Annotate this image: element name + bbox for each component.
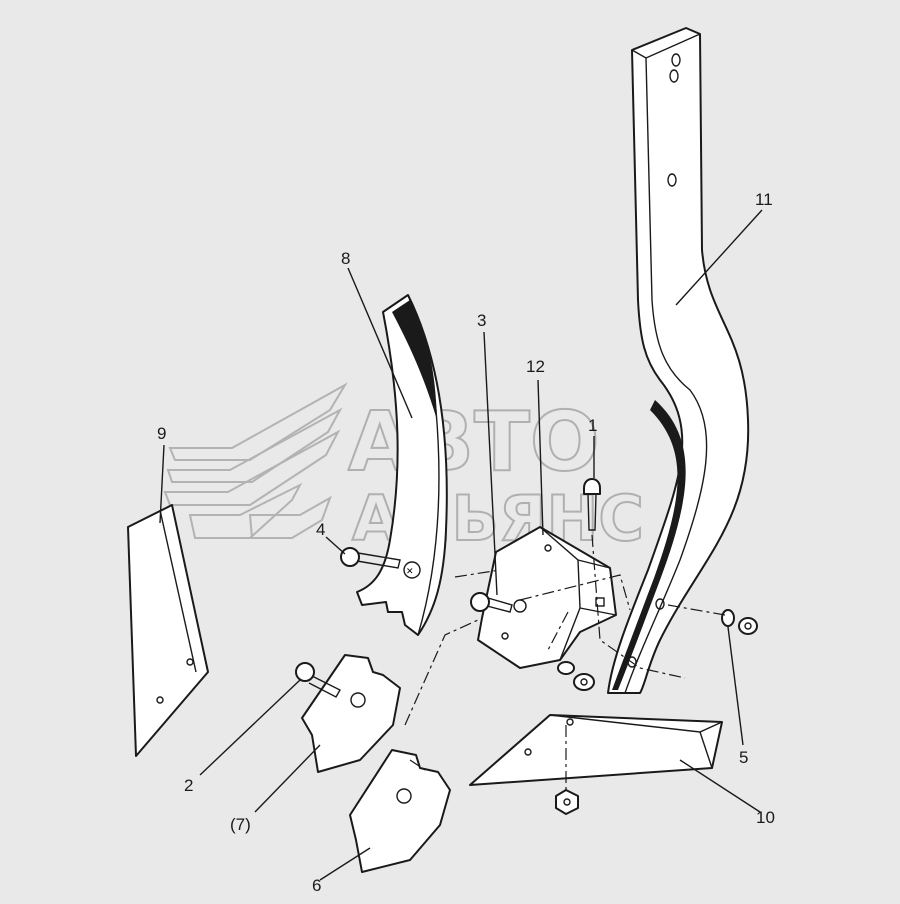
callout-11: 11 xyxy=(755,190,773,209)
part-10-wing xyxy=(469,714,723,786)
callout-7: (7) xyxy=(230,815,251,834)
part-6-point xyxy=(349,749,451,873)
part-8-moldboard: ✕ xyxy=(356,294,448,636)
callout-1: 1 xyxy=(588,416,597,435)
callout-3: 3 xyxy=(477,311,486,330)
leader-lines xyxy=(159,209,763,881)
callout-12: 12 xyxy=(526,357,545,376)
callout-10: 10 xyxy=(756,808,775,827)
callout-labels: 1 2 3 4 5 6 (7) 8 9 10 11 12 xyxy=(157,190,775,895)
callout-9: 9 xyxy=(157,424,166,443)
part-7-point xyxy=(301,654,401,773)
washer-nut-12 xyxy=(557,661,595,691)
nut-10 xyxy=(555,789,579,815)
watermark-text-line1: АВТО xyxy=(348,395,600,490)
bolt-1 xyxy=(583,478,601,531)
callout-8: 8 xyxy=(341,249,350,268)
bolt-2 xyxy=(295,662,341,698)
assembly-lines xyxy=(404,534,726,790)
callout-4: 4 xyxy=(316,520,325,539)
washer-nut-5 xyxy=(721,609,758,635)
callout-2: 2 xyxy=(184,776,193,795)
part-11-shank xyxy=(607,27,750,694)
callout-5: 5 xyxy=(739,748,748,767)
svg-text:✕: ✕ xyxy=(406,566,414,576)
part-9-blade xyxy=(127,504,209,757)
bolt-3 xyxy=(470,592,527,613)
part-12-bracket xyxy=(477,526,617,669)
callout-6: 6 xyxy=(312,876,321,895)
bolt-4 xyxy=(340,547,401,569)
watermark-emblem xyxy=(163,382,348,539)
